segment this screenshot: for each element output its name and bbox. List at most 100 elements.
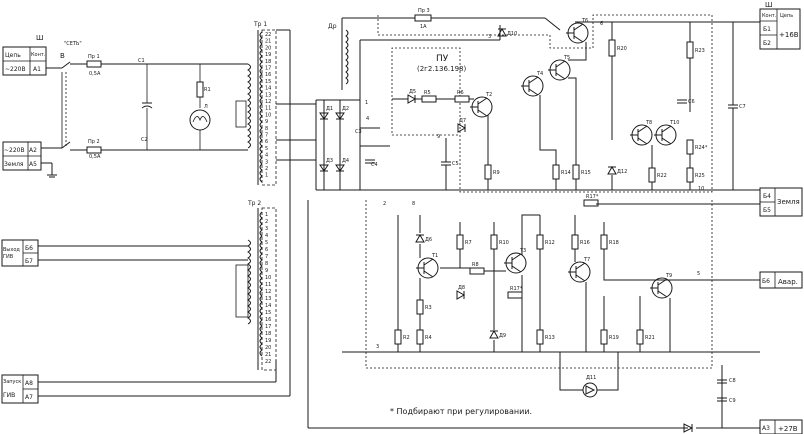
transistor-icon: Т2	[470, 92, 493, 118]
giv-output-line1: Выход	[3, 247, 20, 253]
resistor-icon: R8	[469, 262, 485, 275]
resistor-icon: R15	[572, 164, 591, 180]
diode-label: Д5	[409, 89, 416, 95]
c3-label: С3	[355, 129, 362, 135]
resistor-label: R18	[609, 240, 619, 246]
diode-label: Д4	[342, 158, 349, 164]
mains-switch: В "СЕТЬ"	[41, 41, 82, 178]
resistor-label: R5	[424, 90, 431, 96]
tr2-pin-label: 3	[265, 226, 268, 232]
giv-start-line2: ГИВ	[3, 392, 15, 399]
resistor-icon: R14	[552, 164, 571, 180]
tr1-pin-label: 6	[265, 139, 268, 145]
resistor-label: R17*	[586, 194, 599, 200]
capacitor-icon: С5	[441, 161, 459, 167]
capacitor-icon: С7	[728, 104, 746, 110]
fuse-pr1-ref: Пр 1	[88, 54, 100, 60]
c4-label: С4	[371, 162, 378, 168]
tr2-pin-label: 22	[265, 359, 271, 365]
diode-label: Д12	[617, 169, 627, 175]
transistor-label: Т9	[665, 273, 672, 279]
supply-contact-2: Б2	[763, 40, 771, 47]
tr1-pin-label: 15	[265, 79, 271, 85]
tr2-pin-label: 9	[265, 268, 268, 274]
diode-label: Д1	[326, 106, 333, 112]
left-connector-col-contact: Конт.	[31, 52, 46, 58]
transistor-label: Т3	[519, 248, 526, 254]
tr1-pin-label: 2	[265, 166, 268, 172]
giv-start-contact-1: А8	[25, 380, 33, 387]
tr2-pin-label: 13	[265, 296, 271, 302]
left-connector-row-1-circuit: ~220В	[5, 66, 26, 73]
left-connector-row-1-contact: А1	[33, 66, 41, 73]
pu-designation: (2г2.136.198)	[417, 65, 466, 73]
resistor-label: R3	[425, 305, 432, 311]
diode-label: Д11	[586, 375, 596, 381]
tr2-pin-label: 16	[265, 317, 271, 323]
tr2-pin-label: 21	[265, 352, 271, 358]
transistor-label: Т4	[536, 71, 543, 77]
left-connector-table: Ш Цепь Конт. ~220В А1 ~220В А2 Земля А5	[2, 34, 47, 171]
node-number: 10	[698, 186, 704, 192]
capacitor-label: С7	[739, 104, 746, 110]
resistor-label: R19	[609, 335, 619, 341]
tr1-pin-label: 10	[265, 112, 271, 118]
transistor-icon: Т4	[521, 71, 544, 97]
resistor-icon: R2	[394, 329, 410, 345]
resistor-icon: R17*	[507, 286, 523, 299]
resistor-icon: R23	[686, 41, 705, 59]
diode-icon: Д6	[415, 233, 432, 243]
transistor-label: Т10	[669, 120, 679, 126]
tr2-pin-label: 11	[265, 282, 271, 288]
transistor-icon: Т7	[568, 257, 591, 283]
resistor-label: R16	[580, 240, 590, 246]
tr1-pin-label: 18	[265, 59, 271, 65]
diode-label: Д3	[326, 158, 333, 164]
resistor-icon: R13	[536, 329, 555, 345]
transistor-label: Т7	[583, 257, 590, 263]
diode-label: Д9	[499, 333, 506, 339]
tr1-pin-label: 7	[265, 133, 268, 139]
tr1-pin-label: 1	[265, 173, 268, 179]
tr1-pin-label: 9	[265, 119, 268, 125]
giv-output-line2: ГИВ	[3, 254, 14, 260]
tr1-pin-label: 12	[265, 99, 271, 105]
switch-label: "СЕТЬ"	[64, 41, 82, 47]
resistor-label: R21	[645, 335, 655, 341]
resistor-icon: R7	[456, 234, 472, 250]
tr1-pin-label: 14	[265, 86, 271, 92]
resistor-icon: R22	[648, 167, 667, 183]
resistor-label: R22	[657, 173, 667, 179]
resistor-label: R8	[472, 262, 479, 268]
tr1-pin-label: 20	[265, 45, 271, 51]
tr1-pin-label: 13	[265, 92, 271, 98]
transistor-label: Т8	[645, 120, 652, 126]
resistor-icon: R3	[416, 299, 432, 315]
tr1-pin-label: 22	[265, 32, 271, 38]
transistor-label: Т6	[581, 18, 588, 24]
transistor-icon: Т10	[654, 120, 679, 146]
c2-label: С2	[141, 137, 148, 143]
resistor-label: R10	[499, 240, 509, 246]
diode-label: Д8	[458, 285, 465, 291]
resistor-label: R2	[403, 335, 410, 341]
switch-ref: В	[60, 52, 65, 60]
resistor-icon: R10	[490, 234, 509, 250]
tr2-pin-label: 17	[265, 324, 271, 330]
resistor-icon: R24*	[686, 139, 708, 155]
right-connector-col-circuit: Цепь	[780, 13, 793, 19]
tr1-pin-label: 11	[265, 106, 271, 112]
right-connector-header: Ш	[765, 1, 773, 9]
tr2-pin-label: 12	[265, 289, 271, 295]
fuse-pr1-rating: 0,5А	[89, 71, 101, 77]
r1-label: R1	[204, 87, 211, 93]
giv-output-contact-1: Б6	[25, 245, 33, 252]
transistor-icon: Т8	[630, 120, 653, 146]
pu-block: ПУ (2г2.136.198)	[365, 14, 713, 369]
left-connector-col-circuit: Цепь	[5, 52, 21, 59]
resistor-icon: R5	[421, 90, 437, 103]
